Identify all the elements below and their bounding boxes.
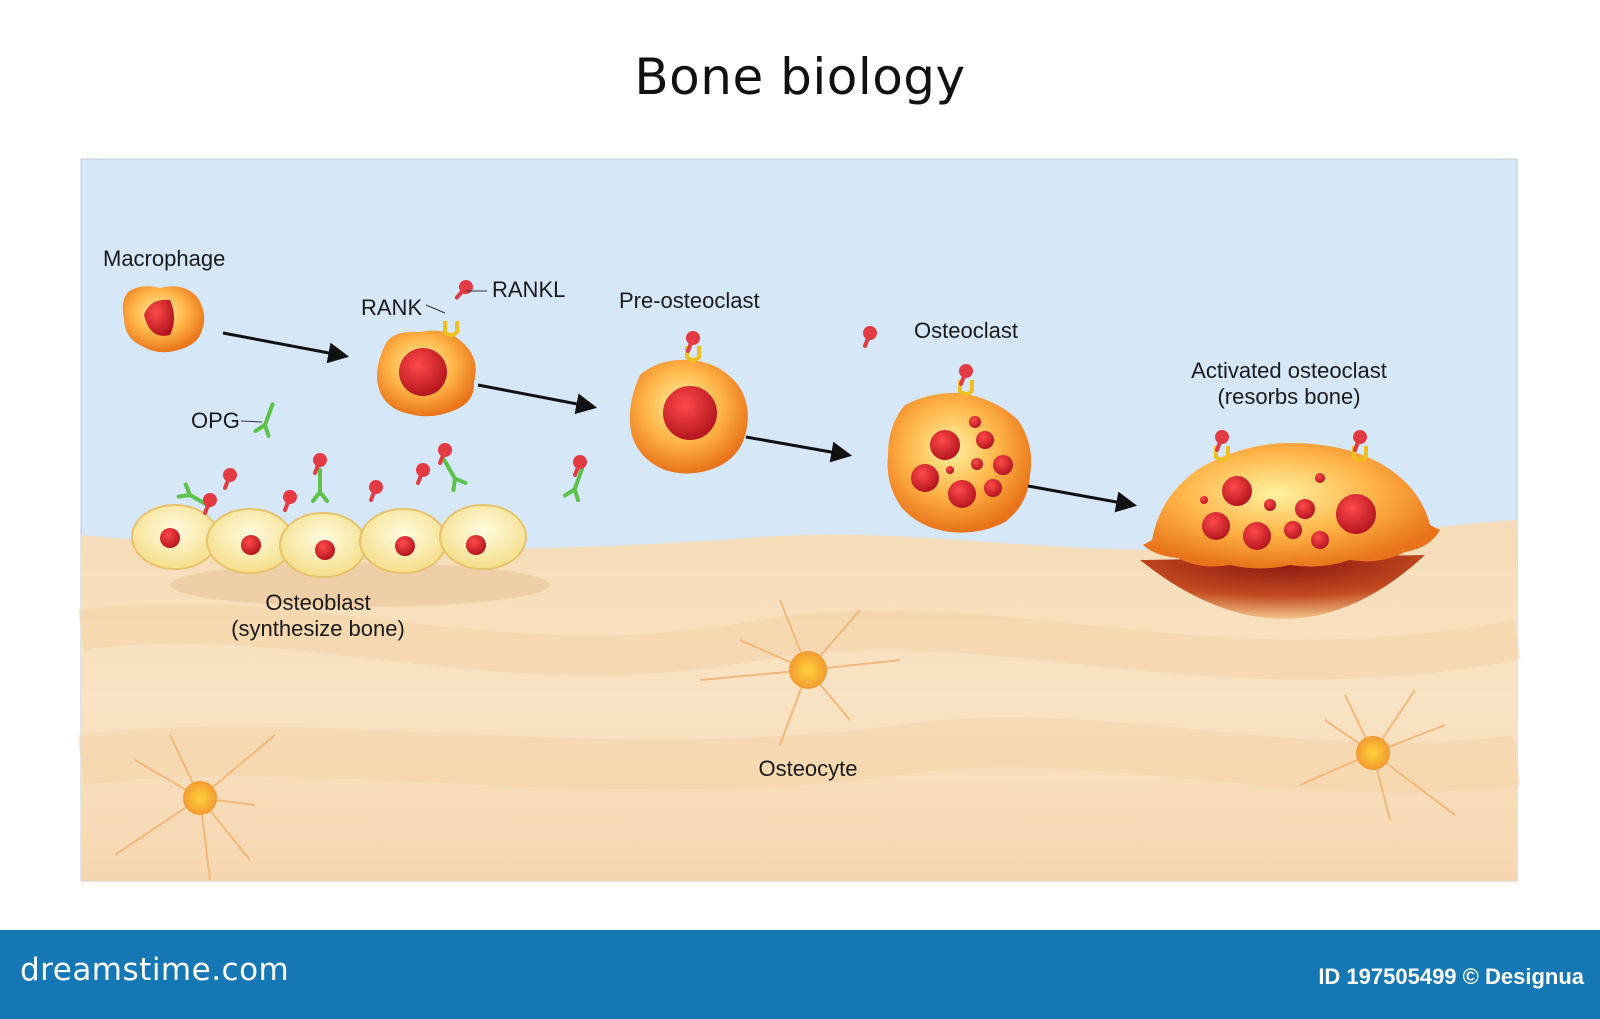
label-opg: OPG <box>191 408 240 433</box>
osteocyte-cell <box>1299 689 1456 821</box>
osteoblast-cell <box>439 504 527 570</box>
arrow <box>222 331 350 364</box>
label-rank: RANK <box>361 295 422 320</box>
label-macrophage: Macrophage <box>103 246 225 271</box>
osteoblast-cell <box>131 504 219 570</box>
osteoblast-cell <box>359 508 447 574</box>
footer-bar: dreamstime.com ID 197505499 © Designua <box>0 930 1600 1019</box>
brand-logo[interactable]: dreamstime.com <box>20 952 290 988</box>
osteoblast-layer <box>131 504 527 578</box>
activated-osteoclast-cell <box>1143 428 1440 569</box>
label-rankl: RANKL <box>492 277 565 302</box>
macrophage-cell <box>122 286 205 353</box>
rank-precursor-cell <box>376 319 476 417</box>
osteoblast-cell <box>206 508 294 574</box>
arrow <box>745 435 853 463</box>
resorption-pit <box>1140 555 1425 619</box>
bone-biology-diagram: Macrophage RANK RANKL OPG Pre-osteoclast… <box>77 158 1521 882</box>
arrow <box>1027 484 1138 513</box>
label-osteoclast: Osteoclast <box>914 318 1018 343</box>
diagram-title: Bone biology <box>634 48 966 106</box>
image-credit: ID 197505499 © Designua <box>1318 964 1584 989</box>
label-osteoblast: Osteoblast <box>265 590 370 615</box>
label-activated-osteoclast: Activated osteoclast <box>1191 358 1387 383</box>
arrow <box>477 383 598 415</box>
label-osteocyte: Osteocyte <box>758 756 857 781</box>
pre-osteoclast-cell <box>629 329 748 474</box>
osteoblast-cell <box>279 512 367 578</box>
differentiation-arrows <box>222 331 1138 513</box>
label-pre-osteoclast: Pre-osteoclast <box>619 288 760 313</box>
label-osteoblast-note: (synthesize bone) <box>231 616 405 641</box>
bone-matrix <box>81 520 1517 881</box>
label-activated-osteoclast-note: (resorbs bone) <box>1217 384 1360 409</box>
osteocyte-cell <box>699 599 901 746</box>
osteoclast-cell <box>887 362 1032 533</box>
osteocyte-cell <box>114 734 276 881</box>
